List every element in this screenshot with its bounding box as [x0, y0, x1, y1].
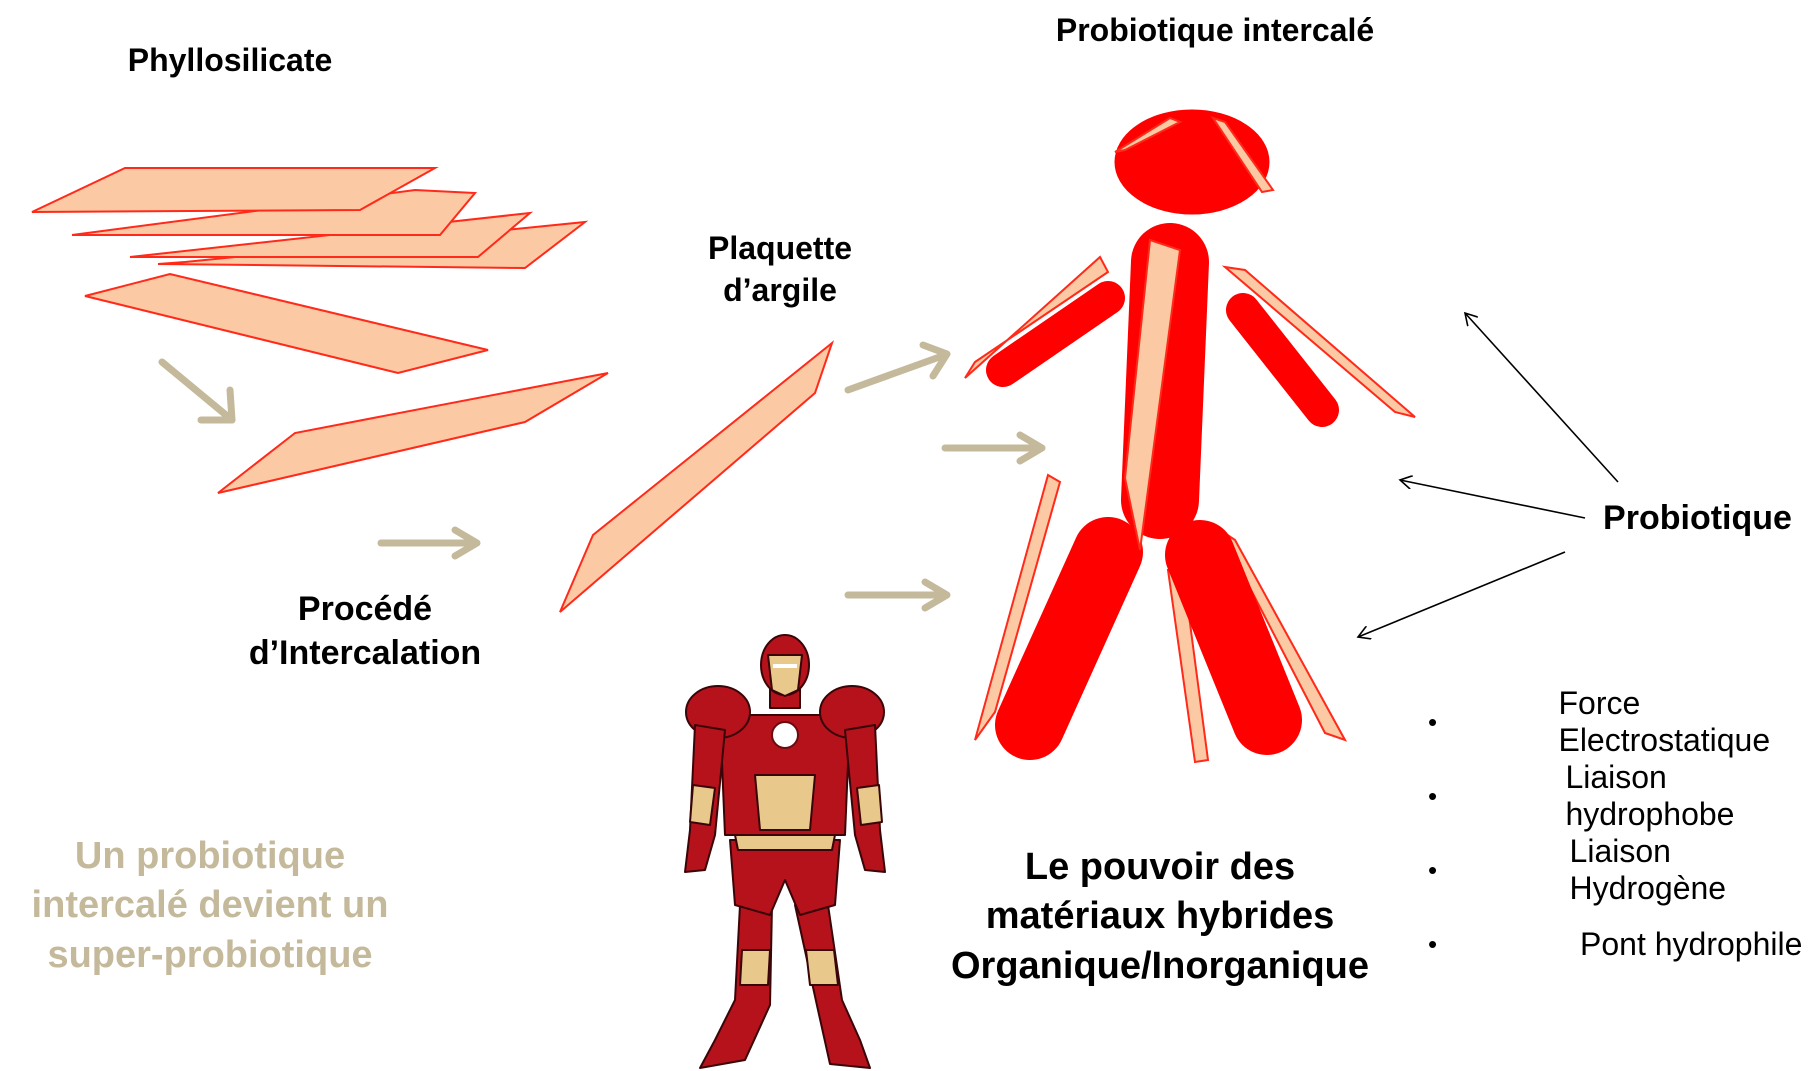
list-item: •Liaison hydrophobe	[1420, 759, 1818, 833]
label-plaquette-argile: Plaquette d’argile	[660, 228, 900, 311]
tagline-line1: Un probiotique	[0, 832, 420, 881]
pointer-to-torso	[1400, 480, 1585, 518]
arrow-stack-to-single	[162, 362, 232, 420]
pouvoir-line2: matériaux hybrides	[930, 892, 1390, 941]
probiotic-figure	[965, 110, 1415, 762]
armor-faceplate	[768, 655, 802, 696]
label-procede-line1: Procédé	[210, 587, 520, 631]
plaquette-argile	[560, 343, 832, 612]
bullet-marker: •	[1420, 855, 1570, 886]
armor-left-knee	[740, 950, 770, 985]
bullet-text: Pont hydrophile	[1580, 926, 1802, 963]
bullet-marker: •	[1420, 781, 1565, 812]
list-item: •Liaison Hydrogène	[1420, 833, 1818, 907]
arrow-to-figure-top	[848, 345, 947, 390]
arrow-to-figure-low	[848, 582, 947, 608]
figure-left-arm	[1003, 298, 1108, 370]
armor-abs	[755, 775, 815, 830]
tagline-super-probiotique: Un probiotique intercalé devient un supe…	[0, 832, 420, 980]
label-plaquette-line1: Plaquette	[660, 228, 900, 270]
pouvoir-line1: Le pouvoir des	[930, 843, 1390, 892]
platelet-single	[85, 274, 488, 373]
bullet-text: Force Electrostatique	[1558, 685, 1818, 759]
label-pouvoir-hybrides: Le pouvoir des matériaux hybrides Organi…	[930, 843, 1390, 991]
bullet-text: Liaison Hydrogène	[1570, 833, 1818, 907]
arrow-to-plaquette	[381, 530, 477, 556]
tagline-line3: super-probiotique	[0, 931, 420, 980]
label-procede-line2: d’Intercalation	[210, 631, 520, 675]
list-item: •Pont hydrophile	[1420, 907, 1818, 981]
tagline-line2: intercalé devient un	[0, 881, 420, 930]
armor-right-leg	[795, 905, 870, 1068]
pouvoir-line3: Organique/Inorganique	[930, 942, 1390, 991]
armor-hips	[730, 840, 840, 915]
label-plaquette-line2: d’argile	[660, 270, 900, 312]
arc-reactor-icon	[772, 722, 798, 748]
label-procede-intercalation: Procédé d’Intercalation	[210, 587, 520, 675]
figure-right-arm	[1243, 310, 1322, 410]
armor-left-leg	[700, 905, 772, 1068]
armor-left-forearm-plate	[690, 785, 715, 825]
bullet-marker: •	[1420, 929, 1580, 960]
armor-eyes	[773, 664, 797, 668]
label-phyllosilicate: Phyllosilicate	[95, 40, 365, 82]
platelet-tilted	[218, 373, 608, 493]
iron-man-figure	[685, 635, 885, 1068]
pointer-to-leg	[1358, 552, 1565, 637]
label-probiotique: Probiotique	[1590, 496, 1805, 540]
probiotique-pointers	[1358, 313, 1618, 637]
phyllosilicate-stack	[32, 168, 585, 373]
bullet-marker: •	[1420, 707, 1558, 738]
bullet-text: Liaison hydrophobe	[1565, 759, 1818, 833]
list-item: •Force Electrostatique	[1420, 685, 1818, 759]
interaction-list: •Force Electrostatique •Liaison hydropho…	[1420, 685, 1818, 981]
armor-right-forearm-plate	[857, 785, 882, 825]
figure-left-leg	[1030, 552, 1108, 725]
label-probiotique-intercale: Probiotique intercalé	[1000, 10, 1430, 52]
arrow-to-figure-mid	[945, 435, 1042, 461]
armor-right-knee	[806, 950, 838, 985]
pointer-to-arm	[1465, 313, 1618, 482]
armor-belt	[735, 835, 835, 850]
